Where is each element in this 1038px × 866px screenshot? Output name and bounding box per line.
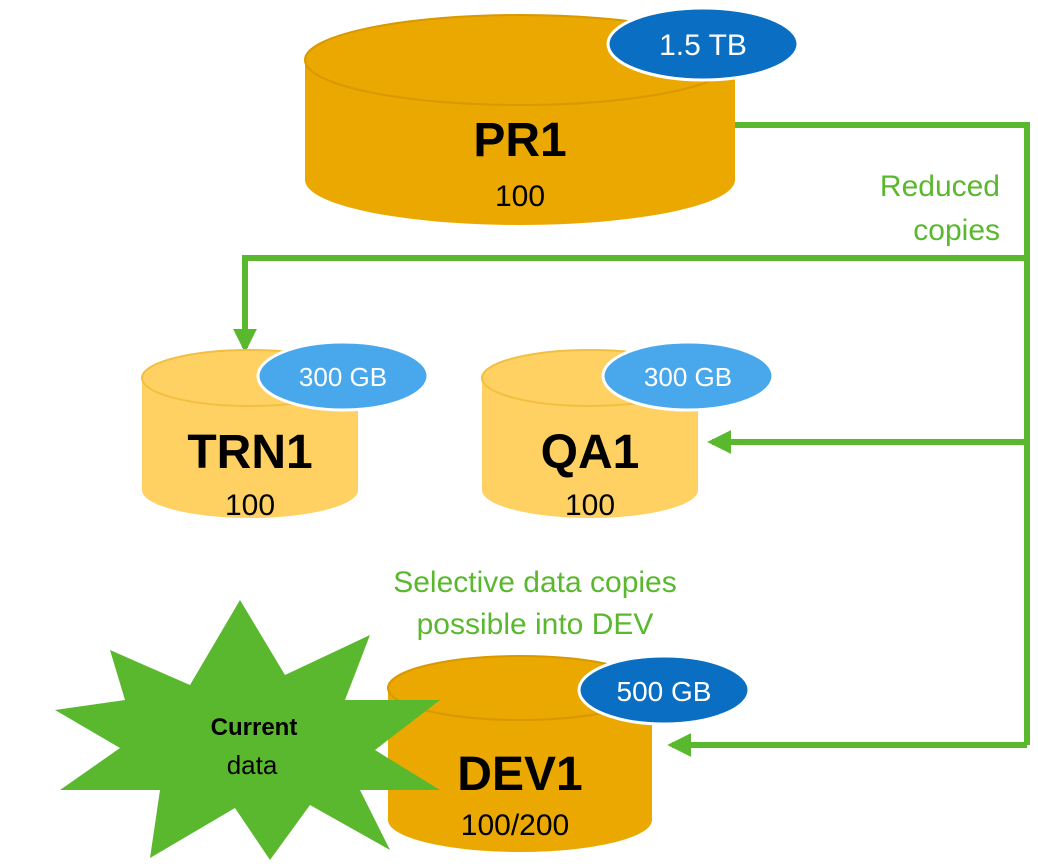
size-badge-qa1: 300 GB — [601, 340, 775, 412]
system-name-trn1: TRN1 — [187, 426, 312, 479]
burst-shape — [55, 600, 440, 860]
size-label-trn1: 300 GB — [299, 362, 387, 392]
cylinder-body — [305, 60, 735, 225]
size-badge-dev1: 500 GB — [577, 654, 751, 726]
db-cylinder-qa1: QA1 100 — [481, 349, 699, 522]
system-name-qa1: QA1 — [541, 426, 640, 479]
size-label-qa1: 300 GB — [644, 362, 732, 392]
current-data-burst: Current data — [55, 600, 440, 860]
client-number-trn1: 100 — [225, 489, 275, 522]
cylinder-body — [388, 688, 652, 852]
client-number-pr1: 100 — [495, 180, 545, 213]
connectors — [233, 122, 1030, 757]
system-name-dev1: DEV1 — [457, 748, 582, 801]
system-name-pr1: PR1 — [473, 114, 566, 167]
client-number-qa1: 100 — [565, 489, 615, 522]
size-badge-pr1: 1.5 TB — [606, 6, 800, 82]
cylinder-body — [482, 378, 698, 518]
client-number-dev1: 100/200 — [461, 809, 569, 842]
selective-note-line1: Selective data copies — [393, 566, 677, 599]
selective-note-line2: possible into DEV — [417, 608, 654, 641]
selective-copies-note: Selective data copies possible into DEV — [393, 566, 677, 641]
reduced-note-line2: copies — [913, 214, 1000, 247]
size-label-pr1: 1.5 TB — [659, 29, 747, 62]
cylinder-body — [142, 378, 358, 518]
burst-normal-text: data — [227, 750, 278, 780]
connector-main-trunk — [735, 122, 1030, 745]
size-label-dev1: 500 GB — [617, 676, 712, 707]
db-cylinder-dev1: DEV1 100/200 — [387, 655, 653, 852]
arrow-to-trn1 — [233, 255, 1027, 353]
size-badge-trn1: 300 GB — [256, 340, 430, 412]
reduced-note-line1: Reduced — [880, 170, 1000, 203]
burst-bold-text: Current — [211, 714, 298, 741]
reduced-copies-note: Reduced copies — [880, 170, 1000, 247]
